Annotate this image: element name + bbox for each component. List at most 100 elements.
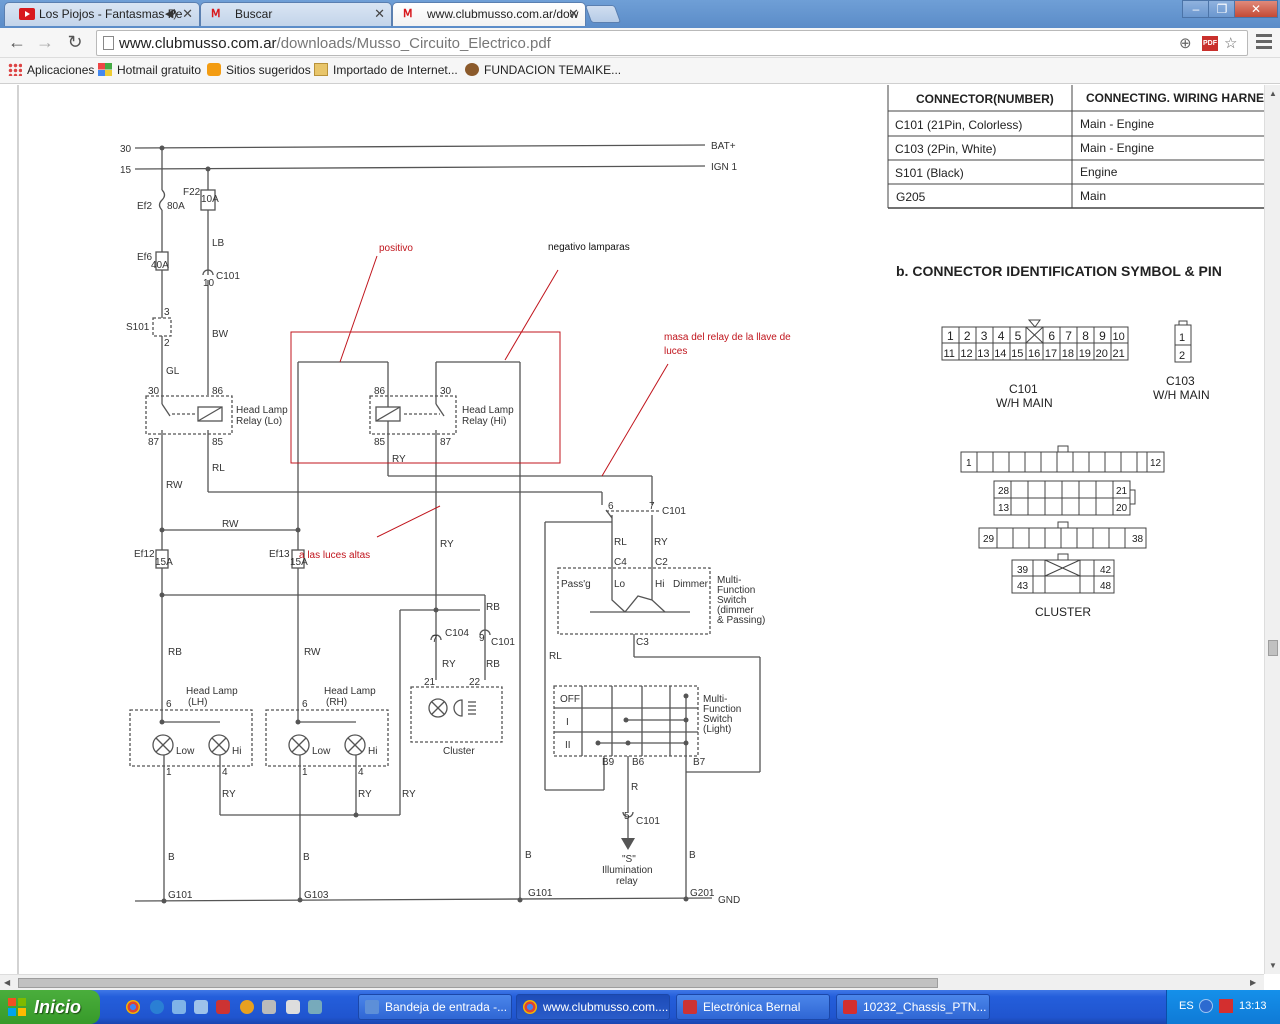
ie-icon[interactable]	[150, 1000, 164, 1014]
back-button[interactable]: ←	[8, 32, 26, 52]
task-pdf[interactable]: 10232_Chassis_PTN...	[836, 994, 990, 1020]
label-pos2: II	[565, 740, 571, 751]
label-mfs-light-4: (Light)	[703, 724, 731, 735]
label-s101: S101	[126, 322, 150, 333]
c101-pin-label: 8	[1082, 329, 1089, 343]
label-rh-pin6: 6	[302, 699, 308, 710]
label-cluster-22: 22	[469, 677, 481, 688]
annotation-negativo: negativo lamparas	[548, 242, 630, 253]
task-bandeja[interactable]: Bandeja de entrada -...	[358, 994, 512, 1020]
tab-buscar[interactable]: Ⅿ Buscar ✕	[200, 2, 392, 26]
task-label: www.clubmusso.com....	[543, 1000, 669, 1014]
zoom-icon[interactable]: ⊕	[1179, 35, 1192, 52]
label-c101-pin5: 5	[624, 811, 630, 822]
musso-icon	[683, 1000, 697, 1014]
bookmark-importado[interactable]: Importado de Internet...	[314, 63, 458, 77]
forward-button[interactable]: →	[36, 32, 54, 52]
network-icon[interactable]	[194, 1000, 208, 1014]
horizontal-scroll-thumb[interactable]	[18, 978, 938, 988]
maximize-button[interactable]: ❐	[1208, 0, 1236, 18]
tab-title: Buscar	[235, 7, 273, 21]
scroll-left-icon[interactable]: ◀	[4, 978, 11, 987]
pdf-icon[interactable]: PDF	[1202, 36, 1218, 51]
close-tab-icon[interactable]: ✕	[374, 6, 385, 21]
c103-name: C103	[1166, 374, 1195, 388]
youtube-icon	[19, 8, 35, 20]
vertical-scroll-thumb[interactable]	[1268, 640, 1278, 656]
show-desktop-icon[interactable]	[172, 1000, 186, 1014]
vertical-scrollbar[interactable]: ▲ ▼	[1264, 85, 1280, 974]
close-tab-icon[interactable]: ✕	[568, 6, 579, 21]
task-electronica[interactable]: Electrónica Bernal	[676, 994, 830, 1020]
scroll-up-icon[interactable]: ▲	[1269, 89, 1277, 98]
c101-pin-label: 17	[1045, 348, 1057, 360]
task-clubmusso[interactable]: www.clubmusso.com....	[516, 994, 670, 1020]
close-tab-icon[interactable]: ✕	[182, 6, 193, 21]
label-pos1: I	[566, 717, 569, 728]
label-mfs-dim-5: & Passing)	[717, 615, 765, 626]
label-cluster: Cluster	[443, 746, 475, 757]
media-player-icon[interactable]	[240, 1000, 254, 1014]
language-indicator[interactable]: ES	[1179, 1000, 1194, 1012]
toolbar: ← → ↻ www.clubmusso.com.ar/downloads/Mus…	[0, 28, 1280, 58]
table-cell: Engine	[1080, 165, 1118, 179]
label-c101: C101	[216, 271, 240, 282]
pdf-viewer[interactable]: 30 15 BAT+ IGN 1 Ef2 80A Ef6 40A F22 10A…	[0, 85, 1264, 974]
app-icon[interactable]	[216, 1000, 230, 1014]
bookmark-star-icon[interactable]: ☆	[1224, 35, 1238, 52]
label-lo-85: 85	[212, 437, 224, 448]
musso-icon: Ⅿ	[211, 8, 221, 20]
acrobat-tray-icon[interactable]	[1219, 999, 1233, 1013]
start-button[interactable]: Inicio	[0, 990, 100, 1024]
tab-clubmusso[interactable]: Ⅿ www.clubmusso.com.ar/dow ✕	[392, 2, 586, 26]
bookmark-temaiken[interactable]: FUNDACION TEMAIKE...	[465, 63, 621, 77]
new-tab-button[interactable]	[584, 5, 622, 23]
label-s101-pin2: 2	[164, 338, 170, 349]
taskbar: Inicio Bandeja de entrada -... www.clubm…	[0, 990, 1280, 1024]
label-passg: Pass'g	[561, 579, 591, 590]
address-bar[interactable]: www.clubmusso.com.ar/downloads/Musso_Cir…	[96, 30, 1248, 56]
scroll-down-icon[interactable]: ▼	[1269, 961, 1277, 970]
close-window-button[interactable]: ✕	[1234, 0, 1278, 18]
label-ign: IGN 1	[711, 162, 738, 173]
reload-button[interactable]: ↻	[67, 32, 83, 52]
c101-pin-label: 21	[1113, 348, 1125, 360]
tab-strip: Los Piojos - Fantasmas Pe ◀) ✕ Ⅿ Buscar …	[0, 0, 1280, 28]
tab-los-piojos[interactable]: Los Piojos - Fantasmas Pe ◀) ✕	[4, 2, 200, 26]
chrome-icon[interactable]	[126, 1000, 140, 1014]
windows-flag-icon	[8, 998, 26, 1016]
bookmark-sugeridos[interactable]: Sitios sugeridos	[207, 63, 311, 77]
label-30: 30	[120, 144, 132, 155]
label-rh-low: Low	[312, 746, 331, 757]
speaker-icon[interactable]: ◀)	[164, 8, 177, 20]
menu-icon[interactable]	[1256, 34, 1272, 52]
calc-icon[interactable]	[308, 1000, 322, 1014]
bookmark-apps[interactable]: Aplicaciones	[8, 63, 94, 77]
c101-pin-label: 11	[944, 348, 955, 360]
tool-icon[interactable]	[262, 1000, 276, 1014]
label-rh-hi: Hi	[368, 746, 377, 757]
cluster-pin-48: 48	[1100, 581, 1112, 592]
label-mfs-light-1: Multi-	[703, 694, 727, 705]
annotation-masa-2: luces	[664, 346, 687, 357]
document-icon[interactable]	[286, 1000, 300, 1014]
label-hi-86: 86	[374, 386, 386, 397]
horizontal-scrollbar[interactable]: ◀ ▶	[0, 974, 1264, 990]
label-b7: B7	[693, 757, 706, 768]
minimize-button[interactable]: –	[1182, 0, 1210, 18]
tray-expand-icon[interactable]	[1199, 999, 1213, 1013]
label-s101-pin3: 3	[164, 307, 170, 318]
url-text[interactable]: www.clubmusso.com.ar/downloads/Musso_Cir…	[119, 35, 551, 52]
label-rl-3: RL	[549, 651, 562, 662]
label-rb-2: RB	[486, 602, 500, 613]
annotation-luces-altas: a las luces altas	[299, 550, 370, 561]
cluster-pin-42: 42	[1100, 565, 1112, 576]
c101-pin-label: 3	[981, 329, 988, 343]
c101-pin-label: 18	[1062, 348, 1074, 360]
c101-pin-label: 19	[1079, 348, 1091, 360]
table-cell: Main	[1080, 189, 1106, 203]
bookmark-hotmail[interactable]: Hotmail gratuito	[98, 63, 201, 77]
cluster-pin-38: 38	[1132, 534, 1144, 545]
scroll-right-icon[interactable]: ▶	[1250, 978, 1257, 987]
windows-flag-icon	[98, 63, 112, 76]
